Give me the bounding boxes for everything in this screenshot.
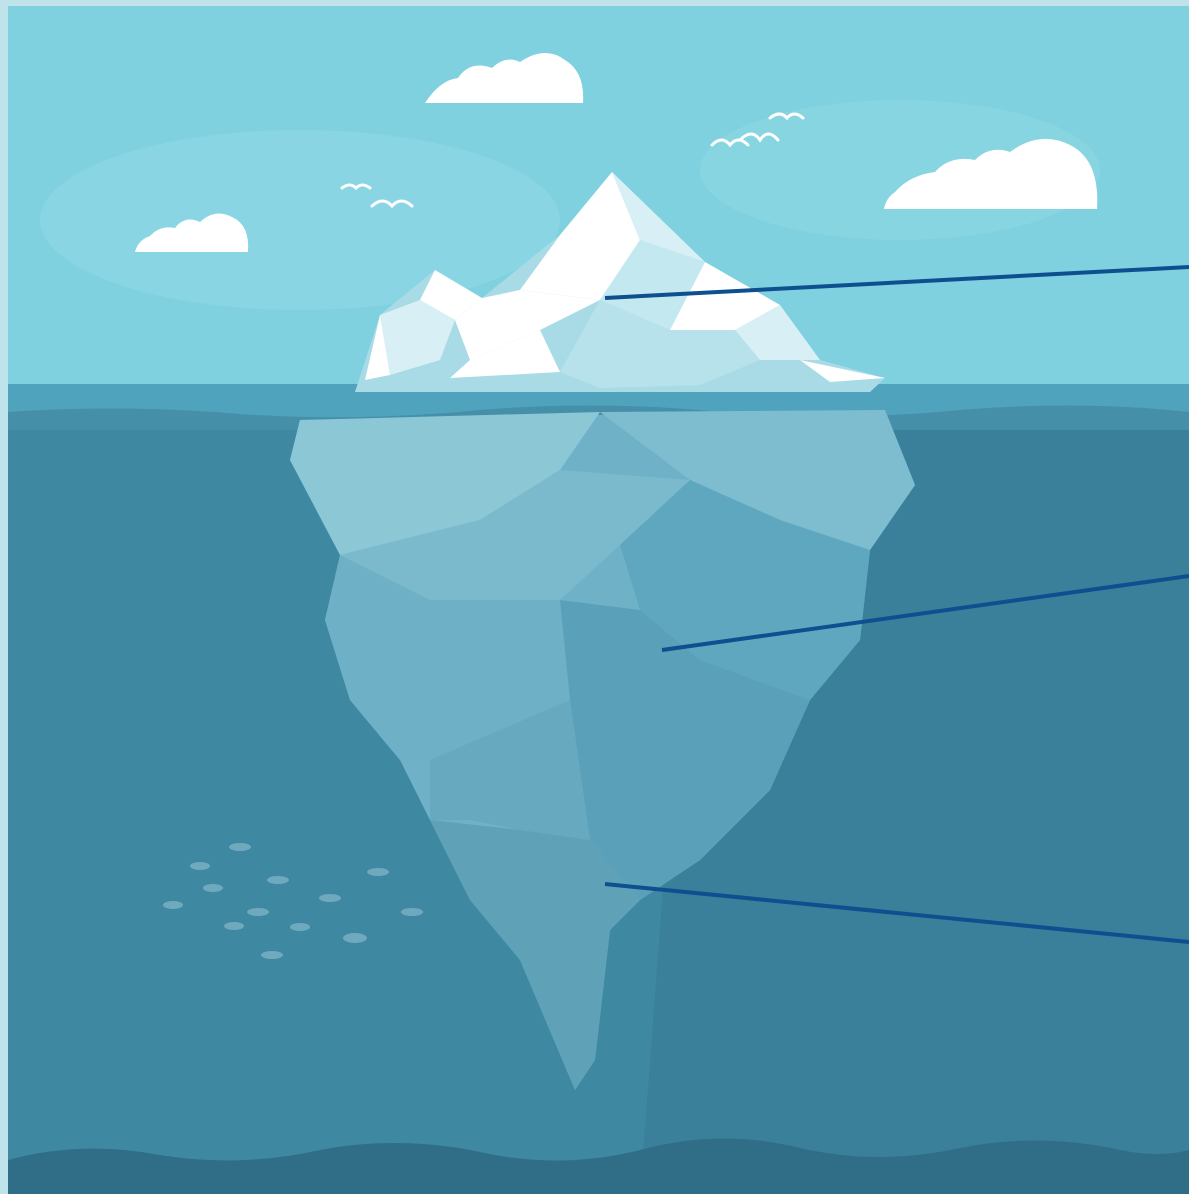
sky-haze (40, 130, 560, 310)
